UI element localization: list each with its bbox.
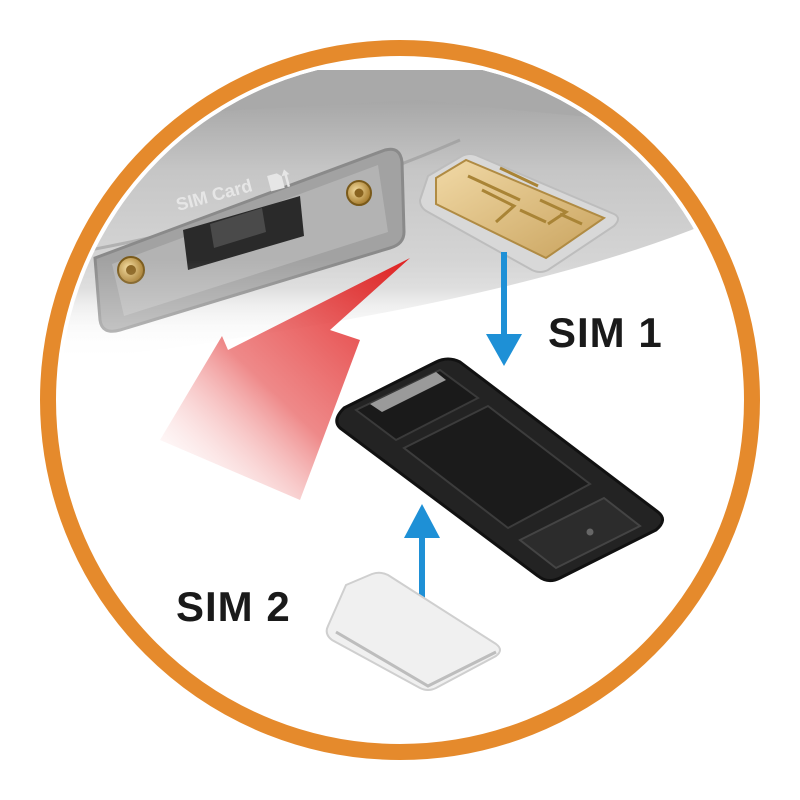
sim2-card — [325, 571, 501, 691]
blue-arrow-up-icon — [404, 504, 440, 630]
sim2-label: SIM 2 — [176, 583, 291, 630]
sim-tray — [335, 357, 664, 583]
orange-ring — [40, 40, 760, 760]
sim1-label: SIM 1 — [548, 309, 663, 356]
sim-card-icon — [267, 169, 291, 192]
blue-arrow-down-icon — [486, 252, 522, 366]
sim1-card — [418, 153, 619, 273]
red-insert-arrow-icon — [160, 258, 410, 500]
